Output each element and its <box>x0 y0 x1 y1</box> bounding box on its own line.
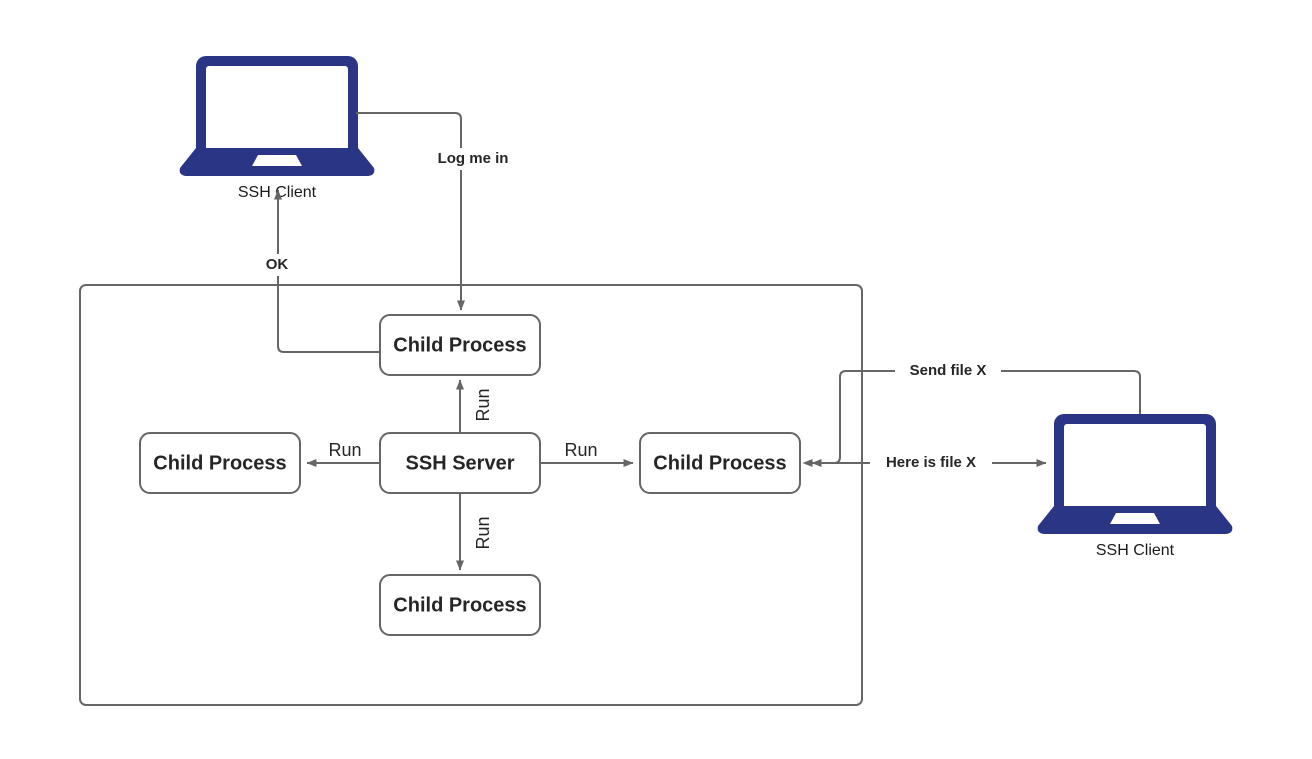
node-child-process-top[interactable]: Child Process <box>379 314 541 376</box>
edge-ok-label-bg <box>258 254 292 276</box>
laptop-screen-icon <box>1064 424 1206 510</box>
edge-run-up-label: Run <box>473 388 493 421</box>
edge-ok <box>274 189 380 353</box>
ssh-client-right: SSH Client <box>1037 414 1233 559</box>
edge-send-file-label: Send file X <box>910 362 987 379</box>
node-box[interactable] <box>379 432 541 494</box>
edge-ok-label: OK <box>266 256 289 273</box>
node-box[interactable] <box>139 432 301 494</box>
edge-log-me-in-label-bg <box>411 148 503 170</box>
node-child-process-right[interactable]: Child Process <box>639 432 801 494</box>
node-label: Child Process <box>653 452 786 474</box>
node-label: Child Process <box>393 594 526 616</box>
laptop-notch-icon <box>1110 513 1160 524</box>
ssh-client-right-label: SSH Client <box>1096 542 1175 559</box>
edge-log-me-in <box>356 112 465 311</box>
node-ssh-server[interactable]: SSH Server <box>379 432 541 494</box>
edge-send-file-label-bg <box>895 360 1001 382</box>
edge-run-right-label: Run <box>564 440 597 460</box>
node-box[interactable] <box>379 574 541 636</box>
edge-log-me-in-label: Log me in <box>438 150 509 167</box>
laptop-notch-icon <box>252 155 302 166</box>
ssh-server-container <box>79 284 863 706</box>
node-label: Child Process <box>393 334 526 356</box>
node-box[interactable] <box>639 432 801 494</box>
node-child-process-bottom[interactable]: Child Process <box>379 574 541 636</box>
edge-here-is-file-label: Here is file X <box>886 454 976 471</box>
edge-here-is-file-label-bg <box>870 452 992 474</box>
node-label: SSH Server <box>406 452 515 474</box>
node-child-process-left[interactable]: Child Process <box>139 432 301 494</box>
edge-run-down-label: Run <box>473 516 493 549</box>
ssh-client-top: SSH Client <box>179 56 375 201</box>
node-box[interactable] <box>379 314 541 376</box>
node-label: Child Process <box>153 452 286 474</box>
laptop-screen-icon <box>206 66 348 152</box>
edge-run-left-label: Run <box>328 440 361 460</box>
